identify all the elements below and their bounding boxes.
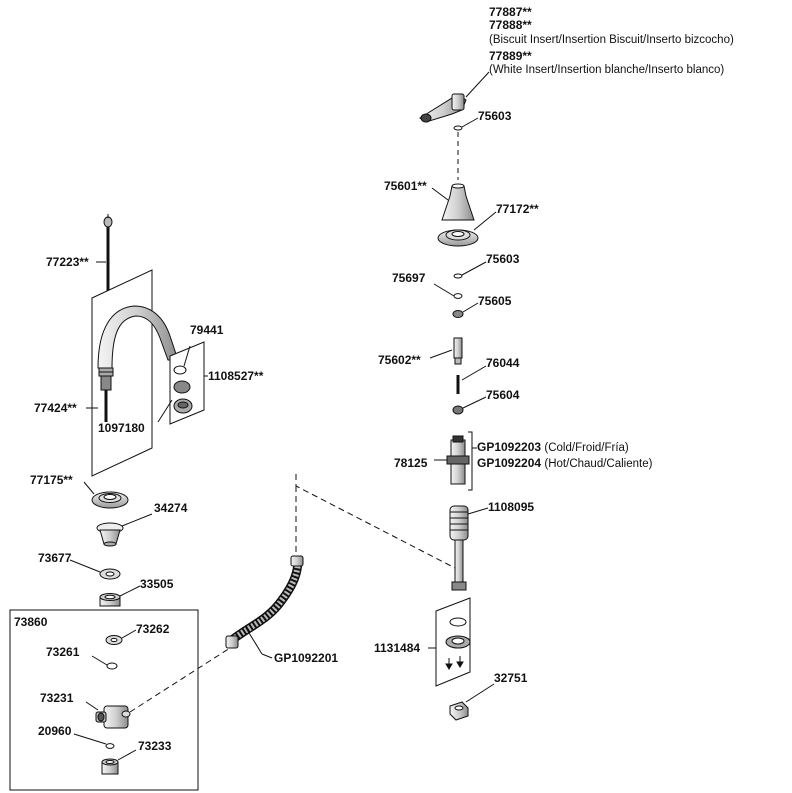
nut-32751-part (449, 701, 469, 721)
part-label-75603-mid: 75603 (486, 252, 520, 266)
part-label-75601: 75601** (384, 179, 427, 193)
part-label-78125: 78125 (394, 456, 428, 470)
part-label-73262: 73262 (136, 622, 170, 636)
nut-73233-part (101, 758, 119, 775)
escutcheon-77175-part (91, 491, 129, 509)
part-label-33505: 33505 (140, 577, 174, 591)
hot-note: (Hot/Chaud/Caliente) (544, 458, 653, 470)
part-label-32751: 32751 (494, 671, 528, 685)
part-label-1108095: 1108095 (488, 500, 535, 514)
lift-rod-77223-part (103, 214, 113, 296)
supply-hose-GP1092201-part (225, 555, 304, 649)
part-number-GP1092203: GP1092203 (477, 440, 542, 454)
stem-75602-part (453, 337, 463, 365)
mounting-kit-1131484-part (435, 597, 471, 687)
part-label-34274: 34274 (154, 501, 188, 515)
part-label-20960: 20960 (38, 724, 72, 738)
sub-assembly-box-73860 (9, 609, 199, 791)
tee-73231-part (95, 705, 131, 729)
part-label-75697: 75697 (392, 271, 426, 285)
nut-33505-part (99, 593, 121, 607)
white-insert-note: (White Insert/Insertion blanche/Inserto … (489, 64, 725, 76)
part-label-1108527: 1108527** (208, 369, 264, 383)
handle-lever-part (419, 93, 467, 123)
part-label-73261: 73261 (46, 645, 80, 659)
part-label-73677: 73677 (38, 551, 72, 565)
part-number-GP1092204: GP1092204 (477, 456, 542, 470)
part-label-77889: 77889** (489, 49, 532, 63)
part-label-76044: 76044 (486, 356, 520, 370)
handle-bell-part (441, 183, 475, 221)
part-label-77887: 77887** (489, 5, 532, 19)
part-label-75603-top: 75603 (478, 109, 512, 123)
part-label-75604: 75604 (486, 388, 520, 402)
part-label-77888: 77888** (489, 18, 532, 32)
part-label-GP1092204: GP1092204 (Hot/Chaud/Caliente) (477, 457, 652, 471)
part-label-73860: 73860 (14, 615, 48, 629)
biscuit-insert-note: (Biscuit Insert/Insertion Biscuit/Insert… (489, 34, 734, 46)
part-label-GP1092203: GP1092203 (Cold/Froid/Fría) (477, 441, 629, 455)
part-label-77172: 77172** (496, 202, 539, 216)
part-label-75602: 75602** (378, 353, 421, 367)
part-label-73233: 73233 (138, 739, 172, 753)
flange-34274-part (96, 522, 124, 547)
cold-note: (Cold/Froid/Fría) (544, 442, 629, 454)
valve-body-1108095-part (449, 505, 469, 591)
part-label-GP1092201: GP1092201 (274, 651, 339, 665)
part-label-77175: 77175** (30, 473, 73, 487)
part-label-77424: 77424** (34, 401, 77, 415)
part-label-1097180: 1097180 (98, 421, 145, 435)
cartridge-part (446, 435, 470, 485)
escutcheon-77172-part (437, 229, 479, 247)
part-label-77223: 77223** (46, 255, 89, 269)
part-label-1131484: 1131484 (374, 641, 421, 655)
part-label-75605: 75605 (478, 294, 512, 308)
part-label-73231: 73231 (40, 691, 74, 705)
part-label-79441: 79441 (190, 323, 224, 337)
